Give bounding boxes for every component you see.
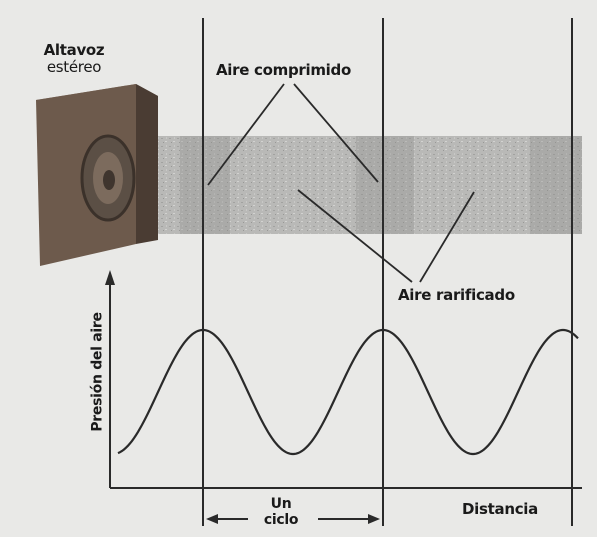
cycle-label-line1: Un xyxy=(270,496,292,512)
speaker-title: Altavoz xyxy=(43,41,105,59)
one-cycle-label: Un ciclo xyxy=(258,496,304,528)
rarefied-pointer-left xyxy=(297,189,413,283)
rarefied-air-label: Aire rarificado xyxy=(398,286,515,304)
speaker-label: Altavoz estéreo xyxy=(32,42,116,76)
cycle-arrows xyxy=(206,514,380,524)
distance-axis-label: Distancia xyxy=(462,500,538,518)
y-axis-arrow xyxy=(105,270,115,285)
cycle-label-line2: ciclo xyxy=(263,512,299,528)
speaker-subtitle: estéreo xyxy=(46,58,102,76)
compressed-pointer-right xyxy=(293,83,379,183)
compression-zones xyxy=(180,136,582,234)
compressed-pointer-left xyxy=(207,83,285,186)
cycle-boundary-lines xyxy=(202,18,573,526)
compressed-air-label: Aire comprimido xyxy=(216,61,351,79)
label-pointers xyxy=(207,83,475,283)
rarefied-pointer-right xyxy=(419,191,475,283)
speaker-icon xyxy=(36,84,158,266)
sound-band xyxy=(150,136,582,234)
air-pressure-axis-label: Presión del aire xyxy=(89,312,106,432)
axes xyxy=(105,270,582,489)
pressure-wave xyxy=(117,328,579,456)
